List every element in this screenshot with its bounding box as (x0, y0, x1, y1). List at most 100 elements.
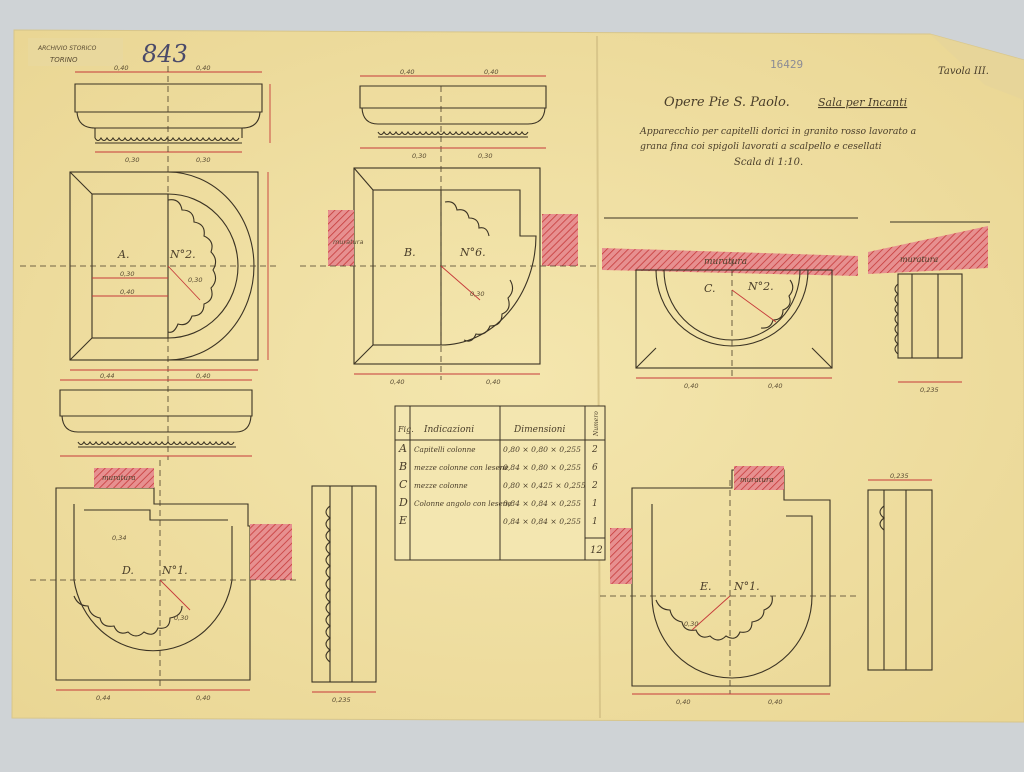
plan-d (30, 460, 300, 691)
legend-cell-fig: A (398, 442, 407, 455)
dim-c-right: 0,40 (768, 382, 782, 390)
wall-label-b: muratura (333, 238, 363, 246)
plan-a (20, 171, 280, 371)
dim-a-radius: 0,30 (188, 276, 202, 284)
legend-cell-indicazioni: Colonne angolo con lesene (414, 499, 512, 508)
wall-label-section-c: muratura (900, 255, 939, 264)
legend-cell-fig: E (398, 514, 407, 527)
wall-label-c: muratura (704, 257, 747, 267)
dim-b-top-right: 0,40 (484, 68, 498, 76)
description-line-1: Apparecchio per capitelli dorici in gran… (639, 126, 916, 137)
plan-c (602, 217, 858, 380)
dim-a-bottom-right: 0,30 (196, 156, 210, 164)
legend-cell-dimensioni: 0,84 × 0,80 × 0,255 (503, 463, 581, 472)
legend-cell-dimensioni: 0,80 × 0,425 × 0,255 (503, 481, 586, 490)
plan-d-number: N°1. (161, 564, 188, 577)
dim-section-e: 0,235 (890, 472, 909, 480)
description-line-2: grana fina coi spigoli lavorati a scalpe… (640, 141, 882, 152)
elevation-d (59, 379, 253, 457)
dim-b-top-left: 0,40 (400, 68, 414, 76)
dim-a-inner-1: 0,30 (120, 270, 134, 278)
dim-e-bottom-right: 0,40 (768, 698, 782, 706)
legend-cell-fig: D (398, 496, 408, 509)
dim-section-d: 0,235 (332, 696, 351, 704)
legend-cell-dimensioni: 0,84 × 0,84 × 0,255 (503, 499, 581, 508)
legend-cell-numero: 2 (591, 445, 598, 455)
dim-c-left: 0,40 (684, 382, 698, 390)
legend-header-dimensioni: Dimensioni (513, 425, 565, 435)
dim-a-top-right: 0,40 (196, 64, 210, 72)
dim-b-bottom-left: 0,40 (390, 378, 404, 386)
legend-cell-dimensioni: 0,84 × 0,84 × 0,255 (503, 517, 581, 526)
legend-cell-fig: C (399, 478, 408, 491)
legend-total: 12 (590, 545, 603, 556)
catalog-number-stamp: 843 (142, 40, 188, 68)
dim-b-lower-left: 0,30 (412, 152, 426, 160)
legend-header-numero: Numero (593, 411, 600, 437)
wall-label-e: muratura (740, 476, 774, 484)
plan-b (300, 86, 600, 380)
legend-cell-numero: 1 (592, 499, 598, 509)
plan-a-number: N°2. (169, 248, 196, 261)
title-block: Opere Pie S. Paolo. Sala per Incanti App… (639, 95, 916, 168)
dim-d-bottom-right: 0,40 (196, 694, 210, 702)
paper-fold (930, 34, 1024, 100)
inventory-number: 16429 (770, 58, 803, 71)
plan-e-number: N°1. (733, 580, 760, 593)
dim-b-lower-right: 0,30 (478, 152, 492, 160)
section-e (867, 479, 933, 671)
elevation-b (359, 75, 547, 149)
legend-row: E 0,84 × 0,84 × 0,255 1 (398, 514, 598, 527)
legend-cell-indicazioni: mezze colonne (414, 481, 468, 490)
legend-cell-numero: 6 (592, 463, 598, 473)
dim-d-bottom-left: 0,44 (96, 694, 110, 702)
dim-e-radius: 0,30 (684, 620, 698, 628)
legend-cell-dimensioni: 0,80 × 0,80 × 0,255 (503, 445, 581, 454)
dim-a-top-left: 0,40 (114, 64, 128, 72)
archive-stamp: ARCHIVIO STORICO TORINO (28, 38, 123, 66)
archive-stamp-line1: ARCHIVIO STORICO (37, 45, 97, 52)
legend-row: A Capitelli colonne 0,80 × 0,80 × 0,255 2 (398, 442, 598, 455)
wall-label-d: muratura (102, 474, 136, 482)
dim-a-bottom-left: 0,30 (125, 156, 139, 164)
plan-a-letter: A. (117, 248, 129, 261)
legend-cell-indicazioni: Capitelli colonne (414, 445, 476, 454)
legend-cell-fig: B (398, 460, 407, 473)
dim-b-radius: 0,30 (470, 290, 484, 298)
legend-table (394, 405, 606, 561)
dim-b-bottom-right: 0,40 (486, 378, 500, 386)
legend-cell-numero: 2 (591, 481, 598, 491)
dim-d-top-right: 0,40 (196, 372, 210, 380)
legend-cell-indicazioni: mezze colonne con lesene (414, 463, 509, 472)
elevation-a (74, 66, 271, 460)
dim-e-bottom-left: 0,40 (676, 698, 690, 706)
dim-d-inner: 0,34 (112, 534, 126, 542)
drawing-scale: Scala di 1:10. (734, 157, 803, 168)
dim-section-c: 0,235 (920, 386, 939, 394)
plan-b-number: N°6. (459, 246, 486, 259)
dim-d-top-left: 0,44 (100, 372, 114, 380)
plan-d-letter: D. (121, 564, 134, 577)
dim-d-radius: 0,30 (174, 614, 188, 622)
plate-label: Tavola III. (938, 66, 989, 77)
title-subtitle: Sala per Incanti (818, 96, 907, 109)
legend-header-fig: Fig. (397, 425, 414, 434)
legend-cell-numero: 1 (592, 517, 598, 527)
dim-a-inner-2: 0,40 (120, 288, 134, 296)
plan-e (600, 466, 860, 695)
legend-header-indicazioni: Indicazioni (423, 425, 474, 435)
section-d (311, 485, 377, 693)
paper-crease (596, 35, 601, 719)
section-c (868, 221, 990, 383)
plan-e-letter: E. (699, 580, 712, 593)
plan-b-letter: B. (403, 246, 416, 259)
plan-c-number: N°2. (747, 280, 774, 293)
archive-stamp-line2: TORINO (50, 56, 78, 64)
title-main: Opere Pie S. Paolo. (664, 95, 790, 110)
